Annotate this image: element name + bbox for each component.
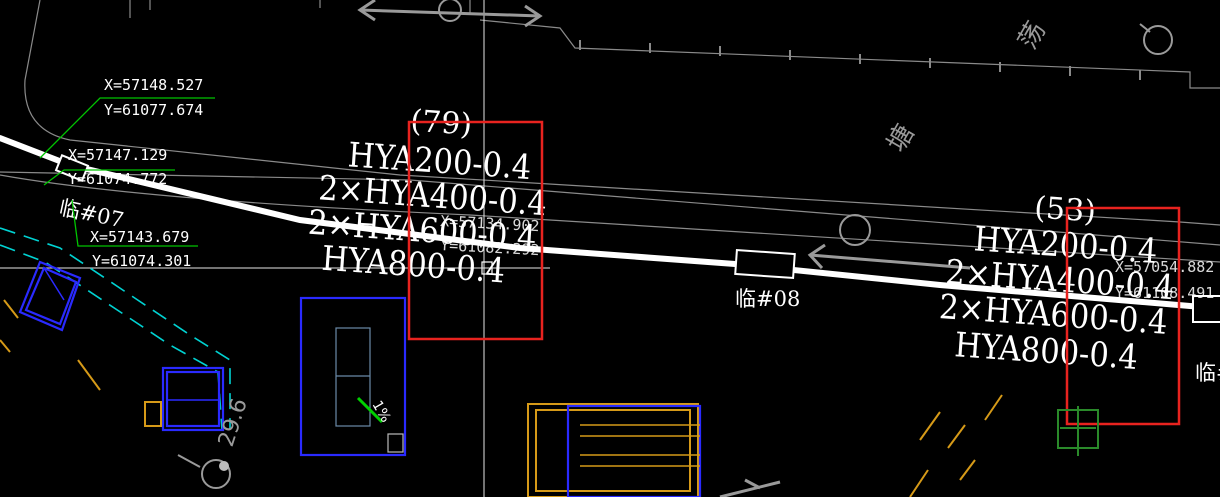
highlight-box-right[interactable] <box>1065 206 1181 426</box>
pole-09-box[interactable] <box>1192 295 1220 323</box>
cable-group-left: (79) HYA200-0.4 2×HYA400-0.4 2×HYA600-0.… <box>307 104 548 292</box>
coord-2-x: X=57147.129 <box>68 146 167 164</box>
building-left-lower <box>161 366 225 432</box>
cable-route-main <box>0 135 1220 311</box>
slope-label: 1% <box>369 398 394 425</box>
building-left-small <box>18 260 82 332</box>
flow-arrow-mid <box>807 243 971 270</box>
flow-arrow-top <box>357 0 543 28</box>
map-label-mid: 塘 <box>882 120 921 158</box>
well-symbol-top-right <box>1139 23 1173 55</box>
pole-07-box[interactable] <box>54 154 90 182</box>
building-center <box>299 296 407 457</box>
coord-3-x: X=57143.679 <box>90 228 189 246</box>
pole-09-label: 临# <box>1195 361 1220 385</box>
cable-group-right: (53) HYA200-0.4 2×HYA400-0.4 2×HYA600-0.… <box>938 190 1175 377</box>
equipment-orange-left <box>0 299 162 427</box>
cable-group-right-number: (53) <box>1033 190 1097 229</box>
coord-4-y: Y=61082.292 <box>440 236 540 259</box>
coord-1-x: X=57148.527 <box>104 76 203 94</box>
coord-1-y: Y=61077.674 <box>104 101 203 119</box>
coord-4-x: X=57134.902 <box>440 212 540 235</box>
coord-5-x: X=57054.882 <box>1115 258 1214 276</box>
coord-3-y: Y=61074.301 <box>92 252 191 270</box>
map-label-top: 荡 <box>1013 17 1052 55</box>
well-symbol-bottom-left <box>177 454 231 489</box>
pole-07-label: 临#07 <box>57 195 126 232</box>
flow-arrow-bottom <box>719 478 781 497</box>
top-boundary-outline <box>24 0 1220 226</box>
cyan-boundary <box>0 227 231 431</box>
equipment-gate <box>527 403 702 497</box>
transformer-right <box>1057 406 1099 456</box>
pole-08-box[interactable] <box>734 248 796 280</box>
coord-2-y: Y=61074.772 <box>68 170 167 188</box>
pole-08-label: 临#08 <box>735 287 800 311</box>
coord-5-y: Y=61108.491 <box>1115 284 1214 302</box>
equipment-orange-right <box>909 394 1003 497</box>
survey-ticks <box>579 40 1141 80</box>
survey-edge-top <box>129 0 1220 89</box>
highlight-box-left[interactable] <box>407 120 544 341</box>
coordinate-leaders <box>39 97 215 247</box>
well-symbol-mid <box>839 214 871 246</box>
